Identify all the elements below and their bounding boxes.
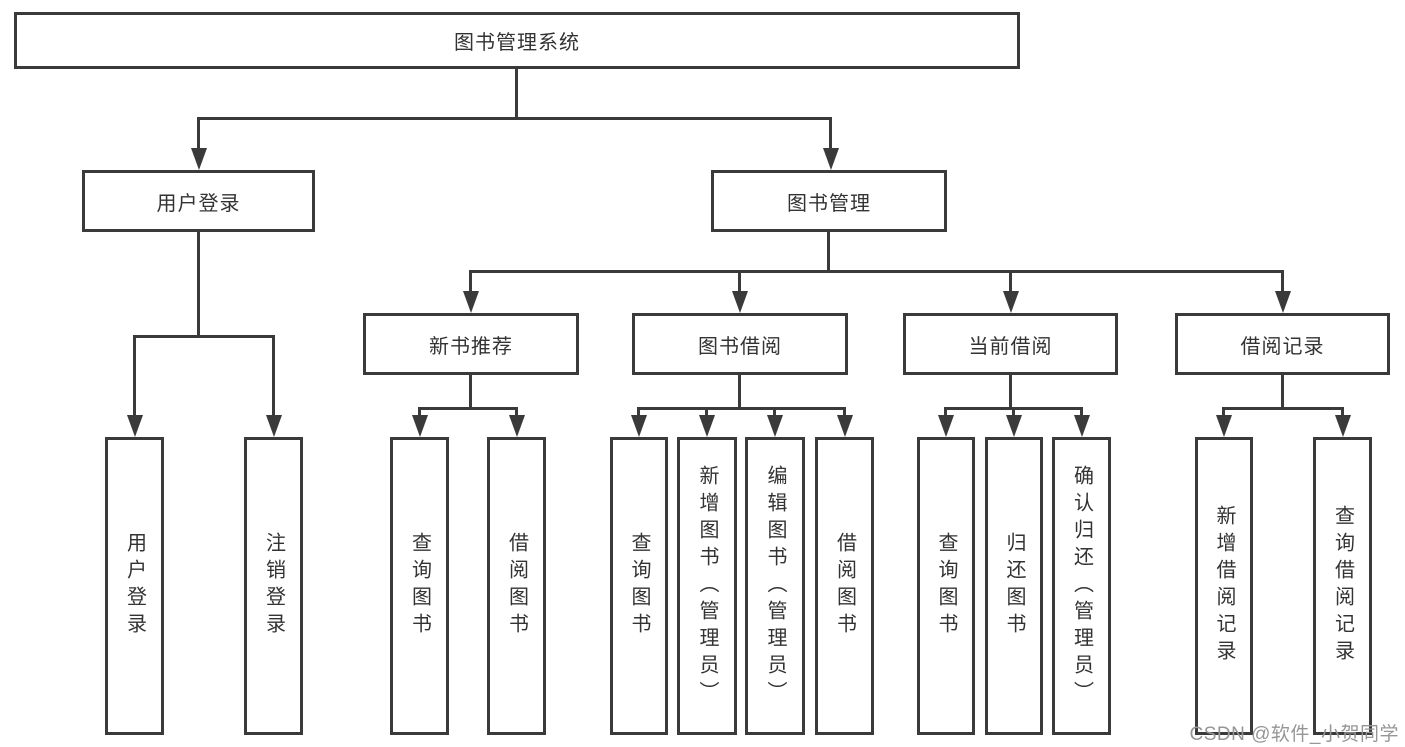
leaf-borrow-borrow-books-label: 借阅图书 [833, 532, 856, 640]
node-book-mgmt-label: 图书管理 [787, 192, 871, 215]
leaf-rec-query-books: 查询图书 [390, 437, 449, 735]
leaf-logout: 注销登录 [244, 437, 303, 735]
node-current-borrow-label: 当前借阅 [968, 335, 1053, 358]
connector-arrow-book-borrow [731, 270, 748, 313]
node-root: 图书管理系统 [14, 12, 1020, 69]
connector-arrow-borrow-add [698, 407, 715, 437]
connector-arrow-borrow-borrow [836, 407, 853, 437]
leaf-current-query-books: 查询图书 [917, 437, 975, 735]
connector-borrow-records-rail [1222, 407, 1344, 410]
leaf-logout-label: 注销登录 [262, 532, 285, 640]
leaf-current-query-books-label: 查询图书 [935, 532, 957, 640]
connector-user-login-drop [197, 232, 200, 336]
leaf-borrow-query-books-label: 查询图书 [628, 532, 650, 640]
connector-arrow-current-query [937, 407, 954, 437]
leaf-rec-query-books-label: 查询图书 [408, 532, 431, 640]
connector-arrow-borrow-query [630, 407, 647, 437]
leaf-current-confirm-return-label: 确认归还（管理员） [1070, 464, 1093, 708]
node-borrow-records-label: 借阅记录 [1240, 335, 1325, 358]
connector-arrow-rec-query [411, 407, 428, 437]
leaf-borrow-add-books-label: 新增图书（管理员） [696, 464, 718, 708]
leaf-records-add-label: 新增借阅记录 [1213, 505, 1235, 667]
connector-arrow-user-login [190, 117, 207, 170]
leaf-current-return-books: 归还图书 [985, 437, 1043, 735]
connector-arrow-current-borrow [1002, 270, 1019, 313]
connector-arrow-current-return [1005, 407, 1022, 437]
leaf-borrow-borrow-books: 借阅图书 [815, 437, 874, 735]
connector-book-borrow-rail [637, 407, 846, 410]
connector-current-borrow-drop [1009, 375, 1012, 409]
leaf-user-login-label: 用户登录 [123, 532, 146, 640]
node-current-borrow: 当前借阅 [903, 313, 1118, 375]
connector-new-book-rec-rail [418, 407, 518, 410]
leaf-current-confirm-return: 确认归还（管理员） [1052, 437, 1111, 735]
connector-user-login-rail [133, 335, 275, 338]
connector-arrow-leaf-logout [265, 335, 282, 437]
leaf-borrow-add-books: 新增图书（管理员） [677, 437, 737, 735]
node-new-book-rec: 新书推荐 [363, 313, 579, 375]
leaf-borrow-edit-books: 编辑图书（管理员） [745, 437, 805, 735]
node-user-login-label: 用户登录 [156, 192, 241, 215]
connector-arrow-book-mgmt [822, 117, 839, 170]
connector-level3-rail [469, 270, 1284, 273]
node-user-login: 用户登录 [82, 170, 315, 232]
connector-arrow-leaf-login [126, 335, 143, 437]
connector-borrow-records-drop [1281, 375, 1284, 409]
connector-arrow-borrow-edit [766, 407, 783, 437]
leaf-current-return-books-label: 归还图书 [1003, 532, 1025, 640]
node-new-book-rec-label: 新书推荐 [429, 335, 513, 358]
connector-arrow-records-query [1334, 407, 1351, 437]
connector-book-mgmt-drop [827, 232, 830, 273]
node-root-label: 图书管理系统 [454, 32, 580, 54]
connector-root-drop [515, 69, 518, 118]
connector-book-borrow-drop [738, 375, 741, 409]
connector-new-book-rec-drop [469, 375, 472, 409]
watermark: CSDN @软件_小贺同学 [1189, 724, 1399, 745]
leaf-rec-borrow-books: 借阅图书 [487, 437, 546, 735]
leaf-rec-borrow-books-label: 借阅图书 [505, 532, 528, 640]
leaf-borrow-edit-books-label: 编辑图书（管理员） [764, 464, 786, 708]
connector-arrow-new-book-rec [462, 270, 479, 313]
node-borrow-records: 借阅记录 [1175, 313, 1390, 375]
node-book-borrow: 图书借阅 [632, 313, 848, 375]
leaf-records-query-label: 查询借阅记录 [1331, 505, 1354, 667]
connector-level2-rail [197, 117, 832, 120]
node-book-mgmt: 图书管理 [711, 170, 947, 232]
connector-arrow-records-add [1215, 407, 1232, 437]
node-book-borrow-label: 图书借阅 [698, 335, 782, 358]
leaf-records-query: 查询借阅记录 [1313, 437, 1372, 735]
leaf-borrow-query-books: 查询图书 [610, 437, 668, 735]
leaf-user-login: 用户登录 [105, 437, 164, 735]
connector-arrow-rec-borrow [508, 407, 525, 437]
connector-arrow-borrow-records [1274, 270, 1291, 313]
connector-arrow-current-confirm [1073, 407, 1090, 437]
leaf-records-add: 新增借阅记录 [1195, 437, 1253, 735]
